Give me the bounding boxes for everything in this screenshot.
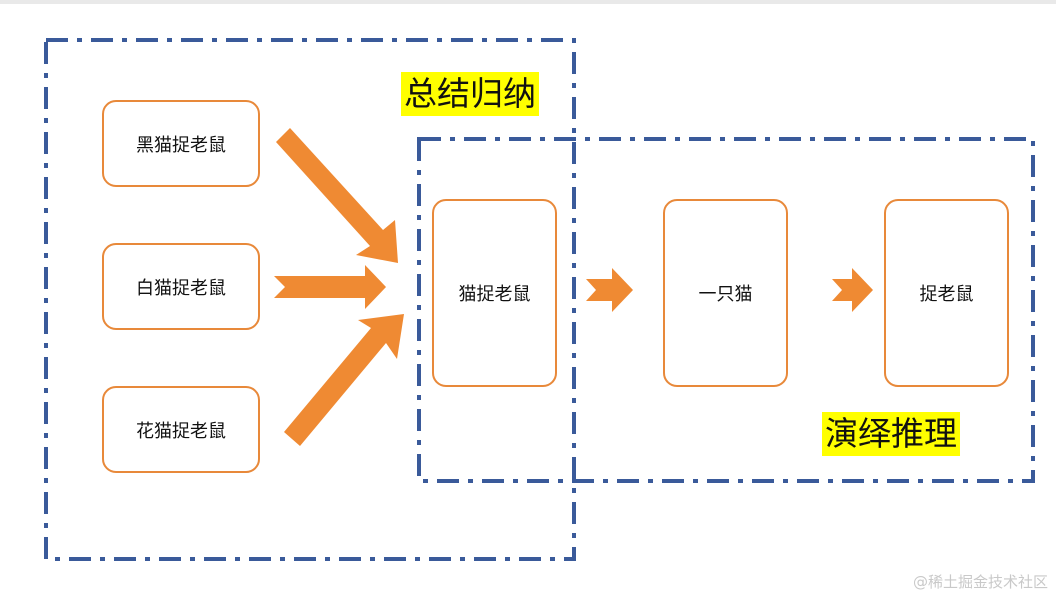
arrow-bottom-input-to-conclusion xyxy=(284,314,404,446)
deduction-label: 演绎推理 xyxy=(822,412,960,456)
induction-frame xyxy=(44,38,576,561)
deduction-frame xyxy=(417,137,1035,483)
arrow-middle-input-to-conclusion xyxy=(274,265,386,309)
result-node-label: 捉老鼠 xyxy=(919,284,974,305)
conclusion-node: 猫捉老鼠 xyxy=(432,199,557,387)
arrow-top-input-to-conclusion xyxy=(276,128,398,263)
premise-node: 一只猫 xyxy=(663,199,788,387)
input-node-label: 白猫捉老鼠 xyxy=(136,277,226,299)
top-border xyxy=(0,0,1056,4)
input-node-spotted-cat: 花猫捉老鼠 xyxy=(102,386,260,473)
premise-node-label: 一只猫 xyxy=(698,284,753,305)
input-node-label: 黑猫捉老鼠 xyxy=(136,134,226,156)
conclusion-node-label: 猫捉老鼠 xyxy=(458,284,531,305)
arrow-premise-to-result xyxy=(832,268,873,312)
result-node: 捉老鼠 xyxy=(884,199,1009,387)
input-node-black-cat: 黑猫捉老鼠 xyxy=(102,100,260,187)
watermark: @稀土掘金技术社区 xyxy=(912,573,1048,591)
arrow-conclusion-to-premise xyxy=(586,268,633,312)
induction-label: 总结归纳 xyxy=(401,72,539,116)
input-node-label: 花猫捉老鼠 xyxy=(136,420,226,442)
input-node-white-cat: 白猫捉老鼠 xyxy=(102,243,260,330)
